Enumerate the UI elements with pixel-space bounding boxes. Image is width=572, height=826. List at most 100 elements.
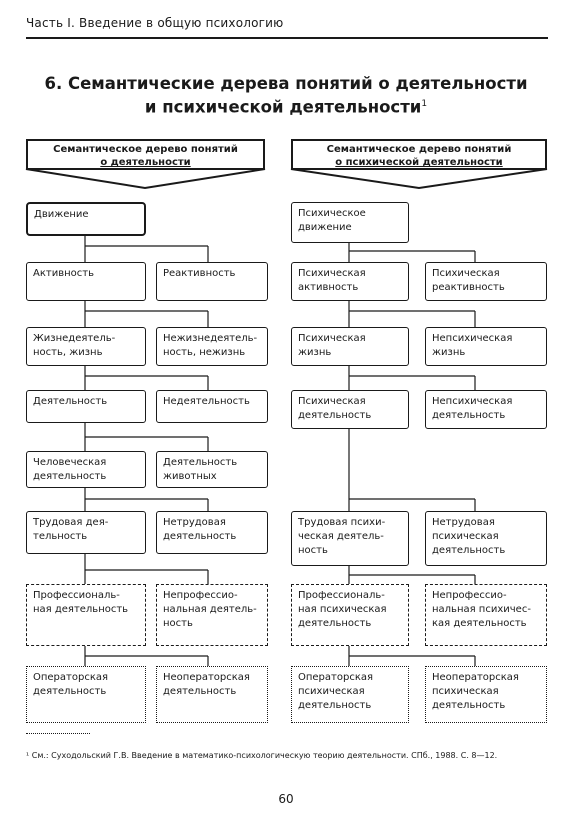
node-line-3: кая деятельность bbox=[432, 618, 527, 629]
left-tree-banner: Семантическое дерево понятий о деятельно… bbox=[26, 139, 265, 170]
node-line-2: ная психическая bbox=[298, 604, 387, 615]
node-line-2: деятельность bbox=[298, 410, 372, 421]
left-banner-arrow bbox=[25, 168, 266, 190]
node-line-1: Психическая bbox=[298, 333, 366, 344]
node-line-1: Нетрудовая bbox=[432, 517, 495, 528]
node-line-2: ная деятельность bbox=[33, 604, 129, 615]
node-line-2: деятельность bbox=[432, 410, 506, 421]
node-line-2: ность, жизнь bbox=[33, 347, 103, 358]
node-line-1: Операторская bbox=[33, 672, 109, 683]
node-line-3: деятельность bbox=[298, 618, 372, 629]
node-line-1: Трудовая психи- bbox=[298, 517, 386, 528]
node-line-1: Непсихическая bbox=[432, 333, 513, 344]
node-line-1: Психическая bbox=[298, 396, 366, 407]
node-line-1: Реактивность bbox=[163, 268, 236, 279]
right-node-nonpsychic-deyatelnost: Непсихическая деятельность bbox=[425, 390, 547, 429]
node-line-2: движение bbox=[298, 222, 352, 233]
right-banner-line-1: Семантическое дерево понятий bbox=[326, 144, 512, 155]
node-line-2: животных bbox=[163, 471, 217, 482]
left-banner-line-1: Семантическое дерево понятий bbox=[53, 144, 238, 155]
node-line-2: ческая деятель- bbox=[298, 531, 384, 542]
node-line-1: Нетрудовая bbox=[163, 517, 226, 528]
node-line-2: ность, нежизнь bbox=[163, 347, 246, 358]
node-line-2: деятельность bbox=[163, 531, 237, 542]
right-node-nonprofessional-psychic: Непрофессио-нальная психичес-кая деятель… bbox=[425, 584, 547, 646]
node-line-2: нальная психичес- bbox=[432, 604, 531, 615]
node-line-3: деятельность bbox=[432, 545, 506, 556]
right-node-psychic-movement: Психическое движение bbox=[291, 202, 409, 243]
node-line-2: психическая bbox=[432, 686, 499, 697]
left-node-movement: Движение bbox=[26, 202, 146, 236]
footnote-mark: 1 bbox=[421, 99, 428, 109]
node-line-1: Непрофессио- bbox=[432, 590, 507, 601]
left-node-life: Жизнедеятель-ность, жизнь bbox=[26, 327, 146, 366]
left-node-nonlife: Нежизнедеятель-ность, нежизнь bbox=[156, 327, 268, 366]
node-line-1: Профессиональ- bbox=[33, 590, 120, 601]
header-rule bbox=[26, 37, 548, 39]
node-line-2: нальная деятель- bbox=[163, 604, 257, 615]
node-line-2: деятельность bbox=[163, 686, 237, 697]
left-node-nonlabor-activity: Нетрудовая деятельность bbox=[156, 511, 268, 554]
right-node-psychic-life: Психическая жизнь bbox=[291, 327, 409, 366]
left-node-nonprofessional: Непрофессио-нальная деятель-ность bbox=[156, 584, 268, 646]
page-number: 60 bbox=[278, 792, 294, 806]
running-head: Часть I. Введение в общую психологию bbox=[26, 16, 284, 30]
node-line-3: деятельность bbox=[432, 700, 506, 711]
node-line-1: Недеятельность bbox=[163, 396, 250, 407]
footnote-rule bbox=[26, 733, 90, 734]
left-node-nonoperator: Неоператорская деятельность bbox=[156, 666, 268, 723]
node-line-1: Деятельность bbox=[163, 457, 238, 468]
left-node-deyatelnost: Деятельность bbox=[26, 390, 146, 423]
node-line-1: Деятельность bbox=[33, 396, 108, 407]
node-line-1: Профессиональ- bbox=[298, 590, 385, 601]
section-title-line-2: и психической деятельности1 bbox=[0, 94, 572, 118]
node-line-2: жизнь bbox=[298, 347, 332, 358]
right-node-nonpsychic-life: Непсихическая жизнь bbox=[425, 327, 547, 366]
node-line-1: Непрофессио- bbox=[163, 590, 238, 601]
right-node-nonoperator-psychic: Неоператорская психическая деятельность bbox=[425, 666, 547, 723]
right-node-operator-psychic: Операторская психическая деятельность bbox=[291, 666, 409, 723]
left-node-nedeyatelnost: Недеятельность bbox=[156, 390, 268, 423]
node-line-2: активность bbox=[298, 282, 359, 293]
node-line-1: Активность bbox=[33, 268, 94, 279]
right-banner-line-2: о психической деятельности bbox=[335, 157, 503, 168]
section-title-line-1: 6. Семантические дерева понятий о деятел… bbox=[44, 74, 528, 93]
right-banner-arrow bbox=[290, 168, 548, 190]
node-line-1: Психическая bbox=[432, 268, 500, 279]
right-node-nonlabor-psychic: Нетрудовая психическая деятельность bbox=[425, 511, 547, 566]
left-node-labor-activity: Трудовая дея-тельность bbox=[26, 511, 146, 554]
left-banner-line-2: о деятельности bbox=[100, 157, 191, 168]
node-line-1: Неоператорская bbox=[432, 672, 519, 683]
node-line-3: ность bbox=[163, 618, 193, 629]
node-line-2: жизнь bbox=[432, 347, 466, 358]
node-line-1: Неоператорская bbox=[163, 672, 250, 683]
left-node-animal-activity: Деятельность животных bbox=[156, 451, 268, 488]
node-line-1: Психическое bbox=[298, 208, 366, 219]
node-line-2: психическая bbox=[432, 531, 499, 542]
node-line-1: Трудовая дея- bbox=[33, 517, 109, 528]
section-title-line-2-text: и психической деятельности bbox=[144, 97, 422, 117]
node-line-2: тельность bbox=[33, 531, 88, 542]
left-node-human-activity: Человеческая деятельность bbox=[26, 451, 146, 488]
left-node-reactivity: Реактивность bbox=[156, 262, 268, 301]
right-node-psychic-reactivity: Психическая реактивность bbox=[425, 262, 547, 301]
left-node-operator: Операторская деятельность bbox=[26, 666, 146, 723]
node-line-1: Жизнедеятель- bbox=[33, 333, 116, 344]
node-line-3: деятельность bbox=[298, 700, 372, 711]
footnote: ¹ См.: Суходольский Г.В. Введение в мате… bbox=[26, 751, 498, 760]
node-line-3: ность bbox=[298, 545, 328, 556]
right-node-labor-psychic: Трудовая психи-ческая деятель-ность bbox=[291, 511, 409, 566]
node-line-1: Операторская bbox=[298, 672, 374, 683]
node-line-2: деятельность bbox=[33, 471, 107, 482]
left-node-professional: Профессиональ-ная деятельность bbox=[26, 584, 146, 646]
node-line-2: деятельность bbox=[33, 686, 107, 697]
node-line-2: реактивность bbox=[432, 282, 505, 293]
left-node-activity: Активность bbox=[26, 262, 146, 301]
node-line-1: Непсихическая bbox=[432, 396, 513, 407]
node-line-2: психическая bbox=[298, 686, 365, 697]
node-line-1: Движение bbox=[34, 209, 89, 220]
node-line-1: Человеческая bbox=[33, 457, 107, 468]
right-node-psychic-deyatelnost: Психическая деятельность bbox=[291, 390, 409, 429]
